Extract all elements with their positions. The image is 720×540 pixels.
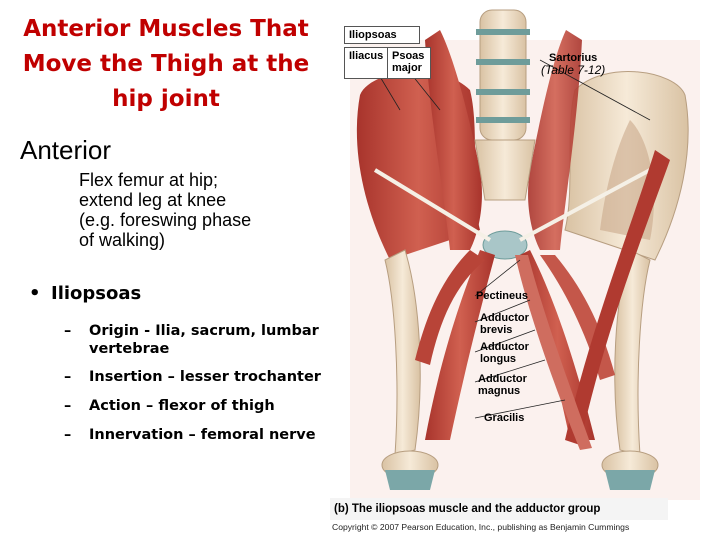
label-adductor-longus: Adductor longus xyxy=(480,341,529,365)
label-pectineus: Pectineus xyxy=(476,290,528,302)
label-adductor-brevis: Adductor brevis xyxy=(480,312,529,336)
list-item: – Action – flexor of thigh xyxy=(64,392,334,421)
label-line: major xyxy=(392,62,422,74)
list-item: – Innervation – femoral nerve xyxy=(64,421,334,450)
label-psoas-major: Psoas major xyxy=(387,47,431,79)
psoas-major-shape xyxy=(425,30,482,250)
label-gracilis: Gracilis xyxy=(484,412,525,424)
action-line: extend leg at knee xyxy=(79,190,227,210)
label-line: Adductor xyxy=(480,341,529,353)
label-sartorius: Sartorius xyxy=(549,52,598,64)
sartorius-shape xyxy=(565,150,670,445)
slide-title-line: Anterior Muscles That xyxy=(23,16,309,42)
left-adductor-shape xyxy=(425,250,495,440)
label-iliacus: Iliacus xyxy=(344,47,392,79)
label-line: brevis xyxy=(480,324,513,336)
label-iliopsoas: Iliopsoas xyxy=(344,26,420,44)
label-adductor-magnus: Adductor magnus xyxy=(478,373,527,397)
action-description: Flex femur at hip; extend leg at knee (e… xyxy=(79,170,329,250)
bullet-label: Iliopsoas xyxy=(51,283,142,304)
label-line: Adductor xyxy=(478,373,527,385)
pubic-symphysis-shape xyxy=(482,230,528,260)
list-item: – Origin - Ilia, sacrum, lumbar vertebra… xyxy=(64,317,334,363)
iliopsoas-details-list: – Origin - Ilia, sacrum, lumbar vertebra… xyxy=(64,317,334,450)
hip-muscle-illustration xyxy=(350,9,700,500)
dash-marker: – xyxy=(64,323,72,339)
action-line: (e.g. foreswing phase xyxy=(79,210,252,230)
bullet-iliopsoas: • Iliopsoas xyxy=(29,283,141,304)
dash-marker: – xyxy=(64,369,72,385)
label-line: Psoas xyxy=(392,50,425,62)
action-line: of walking) xyxy=(79,230,166,250)
slide-title-line: Move the Thigh at the xyxy=(22,51,310,77)
label-sartorius-reference: (Table 7-12) xyxy=(541,63,606,77)
slide-title: Anterior Muscles That Move the Thigh at … xyxy=(6,12,326,117)
innervation-text: Innervation – femoral nerve xyxy=(89,427,316,443)
dash-marker: – xyxy=(64,398,72,414)
origin-text-continued: vertebrae xyxy=(89,341,170,357)
label-line: magnus xyxy=(478,385,521,397)
slide-title-line: hip joint xyxy=(112,86,220,112)
insertion-text: Insertion – lesser trochanter xyxy=(89,369,321,385)
dash-marker: – xyxy=(64,427,72,443)
origin-text: Origin - Ilia, sacrum, lumbar xyxy=(89,323,319,339)
section-heading: Anterior xyxy=(20,135,112,165)
label-line: Adductor xyxy=(480,312,529,324)
figure-caption: (b) The iliopsoas muscle and the adducto… xyxy=(330,498,668,520)
list-item: – Insertion – lesser trochanter xyxy=(64,363,334,392)
action-line: Flex femur at hip; xyxy=(79,170,219,190)
anatomy-figure: Iliopsoas Iliacus Psoas major Sartorius … xyxy=(330,0,720,540)
action-text: Action – flexor of thigh xyxy=(89,398,275,414)
label-line: longus xyxy=(480,353,517,365)
bullet-symbol: • xyxy=(29,283,41,304)
copyright-notice: Copyright © 2007 Pearson Education, Inc.… xyxy=(332,522,630,532)
